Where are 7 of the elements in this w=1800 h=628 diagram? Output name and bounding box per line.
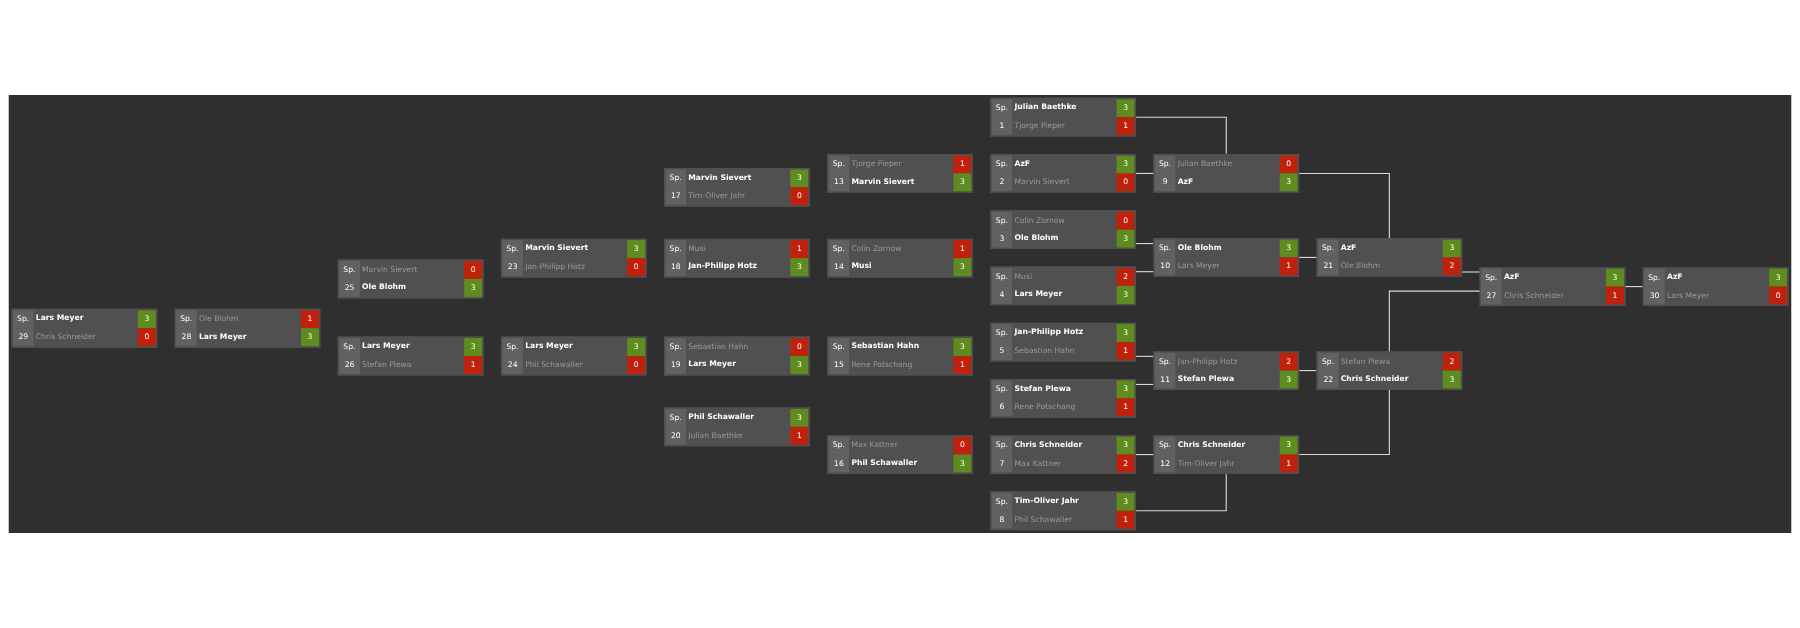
connector bbox=[1461, 271, 1480, 273]
connector bbox=[1624, 286, 1644, 288]
connector bbox=[1298, 172, 1390, 239]
connector bbox=[1388, 290, 1481, 352]
connector bbox=[1298, 389, 1390, 456]
connector bbox=[1135, 473, 1227, 512]
connector bbox=[1135, 116, 1227, 155]
